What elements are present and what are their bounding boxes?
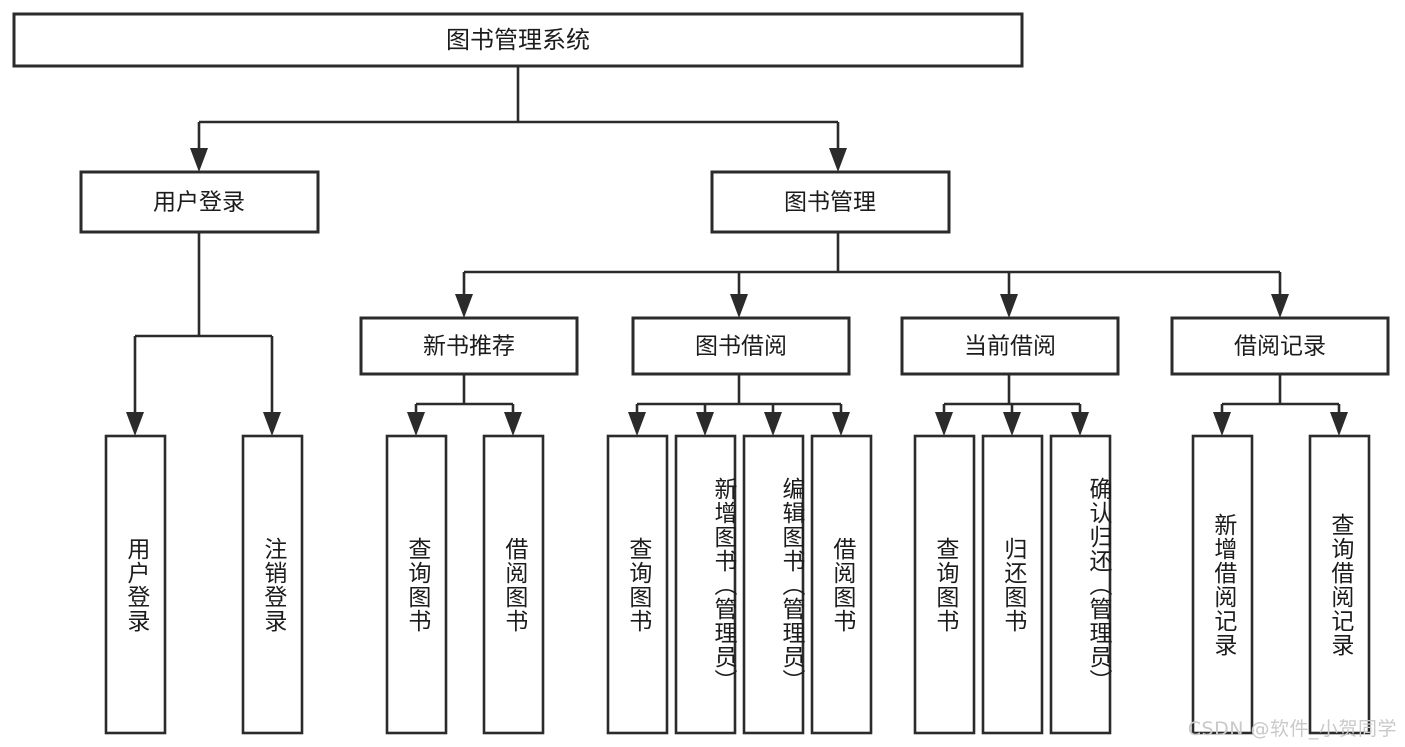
arrow-head-userlogin bbox=[190, 148, 208, 172]
node-leaf-user-login-box[interactable] bbox=[104, 434, 167, 735]
node-leaf-query-book-1-box[interactable] bbox=[385, 434, 448, 735]
node-user-login-box[interactable] bbox=[79, 170, 320, 234]
edge-group-root bbox=[190, 66, 847, 172]
node-leaf-edit-book-box[interactable] bbox=[742, 434, 805, 735]
arrow-head-leaf-query-book-2 bbox=[628, 412, 646, 436]
node-leaf-query-record-box[interactable] bbox=[1308, 434, 1371, 735]
arrow-head-leaf-user-login bbox=[126, 412, 144, 436]
arrow-head-current-borrow bbox=[1000, 294, 1018, 318]
edge-group-user-login bbox=[126, 232, 281, 436]
arrow-head-new-book-rec bbox=[455, 294, 473, 318]
node-current-borrow-box[interactable] bbox=[900, 316, 1120, 376]
node-leaf-confirm-return-box[interactable] bbox=[1049, 434, 1112, 735]
edge-group-current-borrow bbox=[935, 374, 1089, 436]
node-leaf-add-book-box[interactable] bbox=[674, 434, 737, 735]
arrow-head-book-borrow bbox=[730, 294, 748, 318]
node-current-borrow-label: 当前借阅 bbox=[964, 334, 1056, 360]
node-borrow-record-box[interactable] bbox=[1170, 316, 1390, 376]
node-leaf-query-book-2-box[interactable] bbox=[606, 434, 669, 735]
node-leaf-logout-box[interactable] bbox=[241, 434, 304, 735]
node-new-book-rec-box[interactable] bbox=[359, 316, 579, 376]
arrow-head-leaf-edit-book bbox=[764, 412, 782, 436]
edge-group-new-book-rec bbox=[407, 374, 522, 436]
arrow-head-leaf-query-book-3 bbox=[935, 412, 953, 436]
arrow-head-leaf-confirm-return bbox=[1071, 412, 1089, 436]
node-user-login-label: 用户登录 bbox=[153, 190, 245, 216]
node-leaf-borrow-book-2-box[interactable] bbox=[810, 434, 873, 735]
arrow-head-borrow-record bbox=[1271, 294, 1289, 318]
arrow-head-bookmanage bbox=[829, 148, 847, 172]
node-book-manage-label: 图书管理 bbox=[784, 190, 876, 216]
edge-group-book-borrow bbox=[628, 374, 850, 436]
arrow-head-leaf-borrow-book-1 bbox=[504, 412, 522, 436]
watermark-text: CSDN @软件_小贺同学 bbox=[1187, 718, 1397, 740]
arrow-head-leaf-add-book bbox=[696, 412, 714, 436]
node-root-box[interactable] bbox=[12, 12, 1024, 68]
arrow-head-leaf-add-record bbox=[1213, 412, 1231, 436]
node-leaf-query-book-3-box[interactable] bbox=[913, 434, 976, 735]
arrow-head-leaf-return-book bbox=[1003, 412, 1021, 436]
node-book-manage-box[interactable] bbox=[710, 170, 951, 234]
node-leaf-borrow-book-1-box[interactable] bbox=[482, 434, 545, 735]
edge-group-book-manage bbox=[455, 232, 1289, 318]
arrow-head-leaf-logout bbox=[263, 412, 281, 436]
node-leaf-add-record-box[interactable] bbox=[1191, 434, 1254, 735]
node-new-book-rec-label: 新书推荐 bbox=[423, 334, 515, 360]
node-leaf-return-book-box[interactable] bbox=[981, 434, 1044, 735]
arrow-head-leaf-query-record bbox=[1330, 412, 1348, 436]
arrow-head-leaf-borrow-book-2 bbox=[832, 412, 850, 436]
node-borrow-record-label: 借阅记录 bbox=[1234, 334, 1326, 360]
node-book-borrow-label: 图书借阅 bbox=[695, 334, 787, 360]
node-book-borrow-box[interactable] bbox=[631, 316, 851, 376]
arrow-head-leaf-query-book-1 bbox=[407, 412, 425, 436]
node-root-label: 图书管理系统 bbox=[446, 26, 590, 54]
edge-group-borrow-record bbox=[1213, 374, 1348, 436]
